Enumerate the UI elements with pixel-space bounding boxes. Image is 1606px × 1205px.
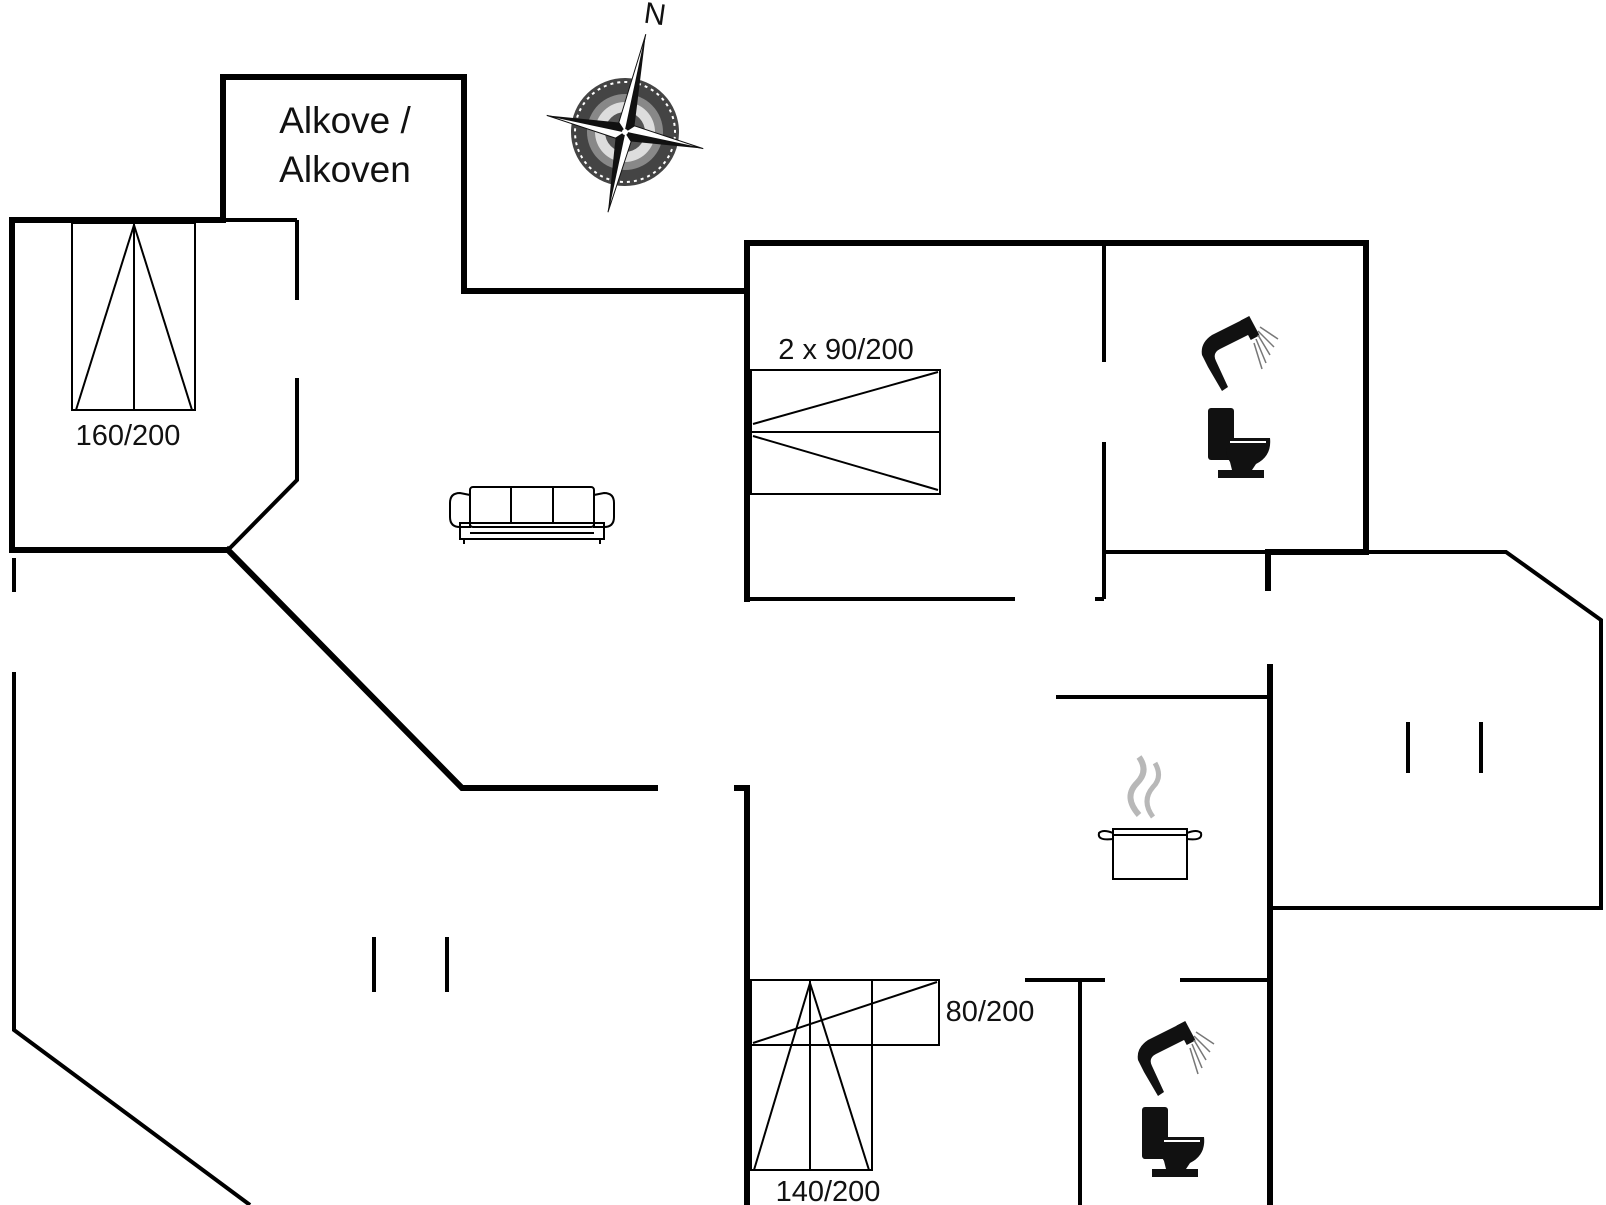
shower-icon xyxy=(1201,315,1279,391)
north-label: N xyxy=(642,0,668,32)
compass-rose-icon: N xyxy=(546,0,704,213)
alcove-wall xyxy=(220,74,748,294)
walls xyxy=(9,74,1603,1205)
double-bed-nw: 160/200 xyxy=(71,222,196,452)
sofa-icon xyxy=(449,486,615,544)
double-bed-south: 140/200 xyxy=(750,979,881,1205)
north-block-outer-wall xyxy=(744,240,1369,602)
toilet-icon xyxy=(1142,1107,1205,1177)
nw-bedroom-east-wall-lower xyxy=(226,378,299,552)
toilet-icon xyxy=(1208,408,1271,478)
twin-beds: 2 x 90/200 xyxy=(750,334,941,495)
alcove-label-line1: Alkove / xyxy=(279,100,411,141)
diagonal-interior-wall xyxy=(223,545,658,791)
alcove-label-line2: Alkoven xyxy=(279,149,411,190)
nw-bedroom-outer-wall xyxy=(9,217,231,553)
bed-size-label: 160/200 xyxy=(76,420,181,452)
bed-size-label: 140/200 xyxy=(776,1176,881,1205)
shower-icon xyxy=(1137,1020,1215,1096)
cooking-pot-icon xyxy=(1097,755,1203,880)
window-marks xyxy=(372,722,1483,992)
bed-size-label: 2 x 90/200 xyxy=(778,334,913,366)
south-bedroom-west-wall xyxy=(734,785,750,1205)
east-room-outer-wall xyxy=(1268,550,1603,910)
bed-size-label: 80/200 xyxy=(946,996,1035,1028)
west-wall xyxy=(12,672,252,1205)
